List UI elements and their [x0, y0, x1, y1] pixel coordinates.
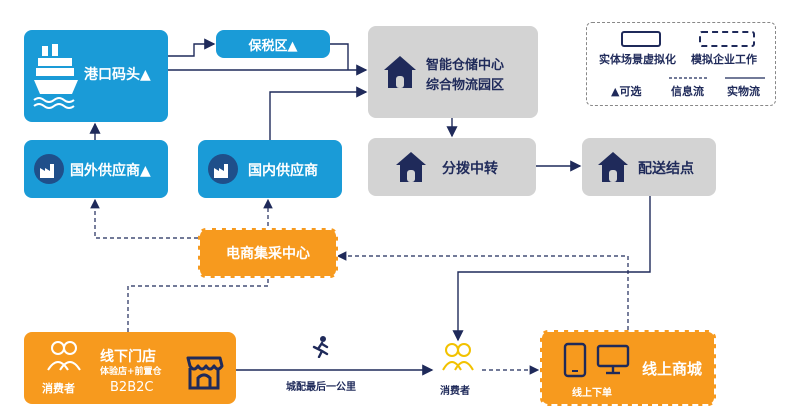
offline-store-label: 线下门店: [100, 349, 156, 365]
port-label: 港口码头▲: [84, 67, 151, 83]
domestic-supplier-label: 国内供应商: [248, 163, 318, 179]
warehouse-label-2: 综合物流园区: [426, 78, 505, 93]
delivery-node: 配送结点: [582, 138, 716, 196]
consumer-mid-label: 消费者: [440, 386, 470, 397]
monitor-icon: [596, 344, 630, 375]
bonded-node: 保税区▲: [216, 30, 330, 58]
ecommerce-center-node: 电商集采中心: [198, 228, 338, 278]
legend-physical: 实体场景虚拟化: [599, 53, 676, 66]
overseas-supplier-label: 国外供应商▲: [70, 163, 151, 179]
warehouse-label-1: 智能仓储中心: [426, 58, 505, 73]
legend-virtual: 模拟企业工作: [691, 53, 757, 66]
house-icon: [598, 152, 628, 182]
transfer-label: 分拨中转: [442, 161, 498, 177]
warehouse-node: 智能仓储中心 综合物流园区: [368, 26, 538, 118]
legend-goods-flow: 实物流: [727, 85, 760, 98]
transfer-node: 分拨中转: [368, 138, 536, 196]
delivery-label: 配送结点: [638, 161, 694, 177]
online-mall-label: 线上商城: [642, 360, 703, 378]
legend: 实体场景虚拟化 模拟企业工作 ▲可选 信息流 实物流: [586, 22, 776, 106]
factory-icon: [208, 154, 238, 184]
offline-store-node: 消费者 线下门店 体验店+前置仓 B2B2C: [24, 332, 236, 404]
house-icon: [384, 56, 416, 88]
store-icon: [186, 356, 224, 390]
phone-icon: [563, 342, 587, 378]
legend-solid-box: [621, 31, 661, 47]
legend-dashed-box: [699, 31, 755, 47]
b2b2c-label: B2B2C: [110, 380, 154, 395]
overseas-supplier-node: 国外供应商▲: [24, 140, 168, 198]
legend-lines: [669, 77, 765, 79]
ship-icon: [33, 44, 78, 109]
runner-icon: [312, 336, 329, 358]
consumer-icon: [442, 343, 474, 371]
port-node: 港口码头▲: [24, 30, 168, 122]
legend-optional: ▲可选: [611, 85, 642, 98]
domestic-supplier-node: 国内供应商: [198, 140, 342, 198]
consumer-left-label: 消费者: [42, 382, 75, 395]
online-order-label: 线上下单: [572, 388, 612, 399]
bonded-label: 保税区▲: [248, 38, 298, 54]
legend-info-flow: 信息流: [671, 85, 704, 98]
factory-icon: [34, 154, 64, 184]
last-mile-label: 城配最后一公里: [286, 382, 356, 393]
house-icon: [396, 152, 426, 182]
consumer-icon: [47, 341, 81, 371]
offline-store-sub-label: 体验店+前置仓: [100, 367, 162, 377]
ecommerce-center-label: 电商集采中心: [226, 246, 310, 262]
online-mall-node: 线上下单 线上商城: [540, 330, 716, 406]
